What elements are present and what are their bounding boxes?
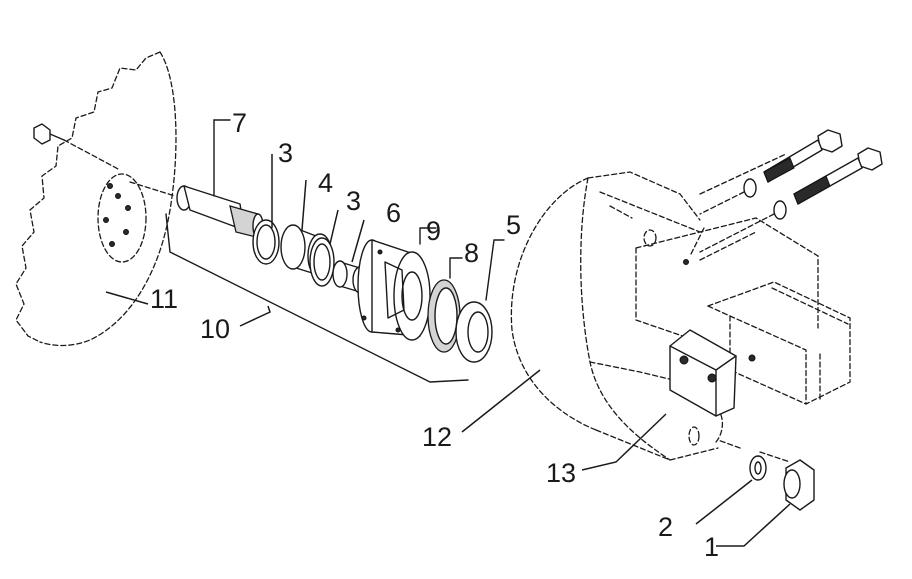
leader-lines [105, 154, 791, 547]
callout-9: 9 [426, 216, 441, 246]
snap-ring-left [252, 219, 280, 265]
washer [717, 439, 767, 481]
callout-7: 8 [464, 238, 479, 268]
callout-6: 6 [386, 198, 401, 228]
callout-5: 5 [506, 210, 521, 240]
callout-1: 1 [704, 532, 719, 562]
blade-bolt [33, 123, 121, 171]
mount-bracket [635, 153, 819, 343]
disc-blade [15, 51, 177, 347]
callout-10: 10 [200, 314, 230, 344]
bolt-lower [699, 147, 883, 253]
arm-casting [510, 171, 723, 461]
hub [357, 227, 437, 341]
callout-3-upper: 3 [278, 138, 293, 168]
callout-2: 2 [658, 512, 673, 542]
square-tube [707, 281, 851, 405]
callout-11: 11 [150, 284, 178, 314]
bolt-upper [699, 129, 843, 215]
dust-cap [455, 239, 505, 363]
clamp-plate [669, 329, 737, 417]
seal [427, 257, 463, 353]
spindle-shaft [176, 119, 264, 239]
nut [759, 451, 815, 511]
callout-8: 7 [232, 108, 247, 138]
assembly-bracket [165, 213, 469, 383]
callout-12: 12 [422, 422, 452, 452]
callout-13: 13 [546, 458, 576, 488]
callout-3-lower: 3 [346, 186, 361, 216]
callout-4: 4 [318, 168, 333, 198]
callout-labels: 7 3 4 3 6 9 8 5 11 10 12 13 2 1 [150, 108, 719, 562]
snap-ring-right [309, 237, 335, 287]
